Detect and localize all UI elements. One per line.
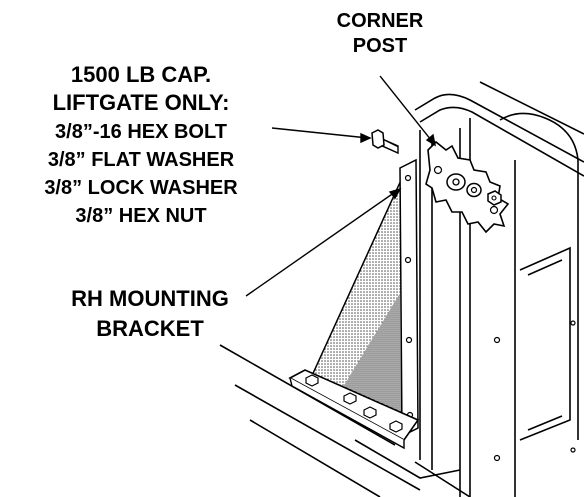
- body-rivets: [493, 320, 576, 462]
- rh-mounting-bracket: [288, 158, 420, 450]
- washer-stack: [446, 173, 502, 206]
- rivet-icon: [570, 320, 576, 326]
- corner-post-label-line1: CORNER: [337, 10, 424, 32]
- bolt-hole-icon: [489, 205, 499, 215]
- hardware-title-line1: 1500 LB CAP.: [71, 62, 211, 87]
- bolt-hole-icon: [404, 256, 412, 264]
- bracket-label-line1: RH MOUNTING: [71, 286, 229, 311]
- corner-post-label-line2: POST: [353, 35, 407, 57]
- hardware-item-lock-washer: 3/8” LOCK WASHER: [44, 177, 238, 199]
- hex-bolt-leader: [271, 127, 369, 139]
- label-hardware: 1500 LB CAP. LIFTGATE ONLY: 3/8”-16 HEX …: [44, 62, 238, 227]
- corner-post-leader: [379, 75, 436, 146]
- hex-bolt-head-icon: [371, 129, 385, 149]
- hex-bolt-head-icon: [363, 406, 377, 419]
- hex-bolt-head-icon: [343, 392, 357, 405]
- rivet-icon: [570, 447, 576, 453]
- hardware-title-line2: LIFTGATE ONLY:: [53, 90, 230, 115]
- hex-bolt: [371, 129, 399, 155]
- base-bolts: [305, 374, 403, 433]
- hardware-item-hex-nut: 3/8” HEX NUT: [75, 205, 206, 227]
- bolt-hole-icon: [404, 174, 412, 182]
- bolt-hole-icon: [433, 165, 443, 175]
- bracket-label-line2: BRACKET: [96, 316, 204, 341]
- label-corner-post: CORNER POST: [337, 10, 424, 57]
- bracket-leader: [245, 189, 399, 297]
- leader-lines: [245, 75, 437, 297]
- arrowhead-icon: [425, 133, 437, 147]
- rivet-icon: [493, 336, 501, 344]
- rivet-icon: [493, 454, 501, 462]
- hex-bolt-head-icon: [305, 374, 319, 387]
- arrowhead-icon: [388, 187, 402, 200]
- corner-post-plate: [425, 140, 510, 234]
- hardware-item-hex-bolt: 3/8”-16 HEX BOLT: [55, 121, 227, 143]
- hardware-item-flat-washer: 3/8” FLAT WASHER: [48, 149, 235, 171]
- arrowhead-icon: [360, 132, 372, 144]
- hex-bolt-head-icon: [389, 420, 403, 433]
- label-bracket: RH MOUNTING BRACKET: [71, 286, 229, 341]
- bolt-hole-icon: [405, 336, 413, 344]
